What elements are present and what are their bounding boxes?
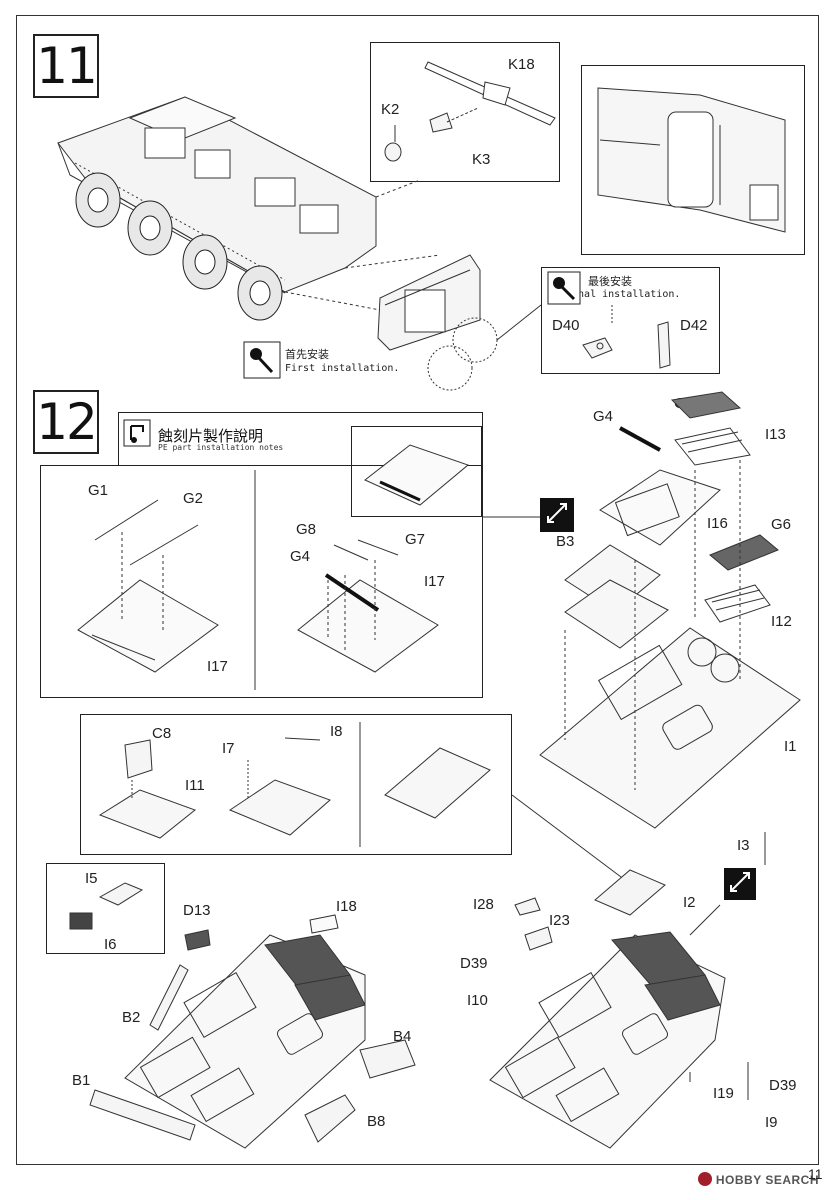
part-label-c8: C8: [152, 725, 172, 742]
part-label-i6: I6: [104, 936, 117, 953]
vehicle-hull-drawing: [57, 96, 377, 294]
part-label-i12: I12: [771, 613, 792, 630]
part-label-b4: B4: [393, 1028, 412, 1045]
part-label-d39-a: D39: [460, 955, 488, 972]
part-label-i1: I1: [784, 738, 797, 755]
part-label-i17-b: I17: [424, 573, 445, 590]
pe-notes-icon: [123, 419, 151, 447]
rear-door-drawing: [377, 254, 481, 351]
lower-left-hull: [124, 934, 366, 1149]
interior-view-inset: [581, 65, 805, 255]
i5-i6-drawing: [69, 882, 144, 930]
vehicle-wheels: [75, 172, 283, 321]
part-label-i13: I13: [765, 426, 786, 443]
part-label-i9: I9: [765, 1114, 778, 1131]
part-label-b8: B8: [367, 1113, 386, 1130]
pe-plate-left: [77, 499, 219, 673]
hatch-subassembly-box: [80, 714, 512, 855]
part-label-g2: G2: [183, 490, 204, 507]
part-label-g1: G1: [88, 482, 109, 499]
pe-notes-header: [118, 412, 483, 466]
k18-bar-drawing: [424, 61, 556, 126]
step-11-number: 11: [33, 34, 99, 98]
page-number: 11: [808, 1166, 823, 1182]
part-label-i19: I19: [713, 1085, 734, 1102]
hull-top-i1: [539, 627, 801, 829]
hatch-b3: [564, 544, 669, 649]
pe-notes-title-jp: 蝕刻片製作說明: [158, 427, 264, 445]
part-label-d42: D42: [680, 317, 708, 334]
final-installation-inset: [541, 267, 720, 374]
interior-view-drawing: [597, 87, 786, 233]
part-label-g7: G7: [405, 531, 426, 548]
part-label-g4-b: G4: [593, 408, 614, 425]
grille-i13: [674, 427, 751, 466]
flip-icon: [540, 498, 574, 532]
part-label-d13: D13: [183, 902, 211, 919]
part-label-i5: I5: [85, 870, 98, 887]
brand-logo-icon: [697, 1172, 712, 1186]
hatch-frame-i16: [599, 469, 721, 546]
brand-watermark: HOBBY SEARCH: [697, 1172, 819, 1187]
flip-icon-2: [724, 868, 756, 900]
d40-part-drawing: [582, 337, 613, 359]
part-label-i10: I10: [467, 992, 488, 1009]
part-label-i18: I18: [336, 898, 357, 915]
hatch-i7-i8: [228, 737, 331, 836]
pe-notes-box: [40, 465, 483, 698]
part-label-i17-a: I17: [207, 658, 228, 675]
grille-g6: [709, 534, 779, 571]
part-label-i23: I23: [549, 912, 570, 929]
pe-plate-right: [297, 539, 439, 673]
part-label-i11: I11: [185, 777, 205, 794]
page-frame: [16, 15, 819, 1165]
part-label-g4-a: G4: [290, 548, 311, 565]
part-label-g8: G8: [296, 521, 317, 538]
part-label-b1: B1: [72, 1072, 91, 1089]
step-12-number: 12: [33, 390, 99, 454]
part-label-b3: B3: [556, 533, 575, 550]
part-label-k2: K2: [381, 101, 400, 118]
final-installation-icon: [547, 271, 581, 305]
k-parts-inset: [370, 42, 560, 182]
first-installation-icon: [243, 341, 281, 379]
brand-text: HOBBY SEARCH: [715, 1173, 819, 1187]
pe-detail-drawing: [364, 444, 470, 506]
hatch-top-right: [594, 869, 666, 916]
part-label-k18: K18: [508, 56, 535, 73]
part-label-i7: I7: [222, 740, 235, 757]
hatch-c8-i11: [98, 739, 197, 839]
grille-i12: [704, 584, 771, 623]
part-label-k3: K3: [472, 151, 491, 168]
part-label-b2: B2: [122, 1009, 141, 1026]
final-installation-en: Final installation.: [566, 289, 681, 300]
first-installation-en: First installation.: [285, 363, 400, 374]
pe-detail-inset: [351, 426, 482, 517]
part-label-i28: I28: [473, 896, 494, 913]
part-label-d39-b: D39: [769, 1077, 797, 1094]
lower-right-hull: [489, 931, 726, 1149]
part-label-i16: I16: [707, 515, 728, 532]
pe-notes-title-en: PE part installation notes: [158, 443, 284, 452]
final-installation-jp: 最後安装: [588, 275, 632, 288]
grille-g5: [670, 391, 742, 419]
part-label-i2: I2: [683, 894, 696, 911]
part-label-g6: G6: [771, 516, 792, 533]
part-label-i3: I3: [737, 837, 750, 854]
part-label-i8: I8: [330, 723, 343, 740]
first-installation-jp: 首先安装: [285, 348, 329, 361]
i5-i6-inset: [46, 863, 165, 954]
hatch-assembled: [384, 747, 491, 819]
d42-part-drawing: [657, 321, 671, 369]
part-label-d40: D40: [552, 317, 580, 334]
